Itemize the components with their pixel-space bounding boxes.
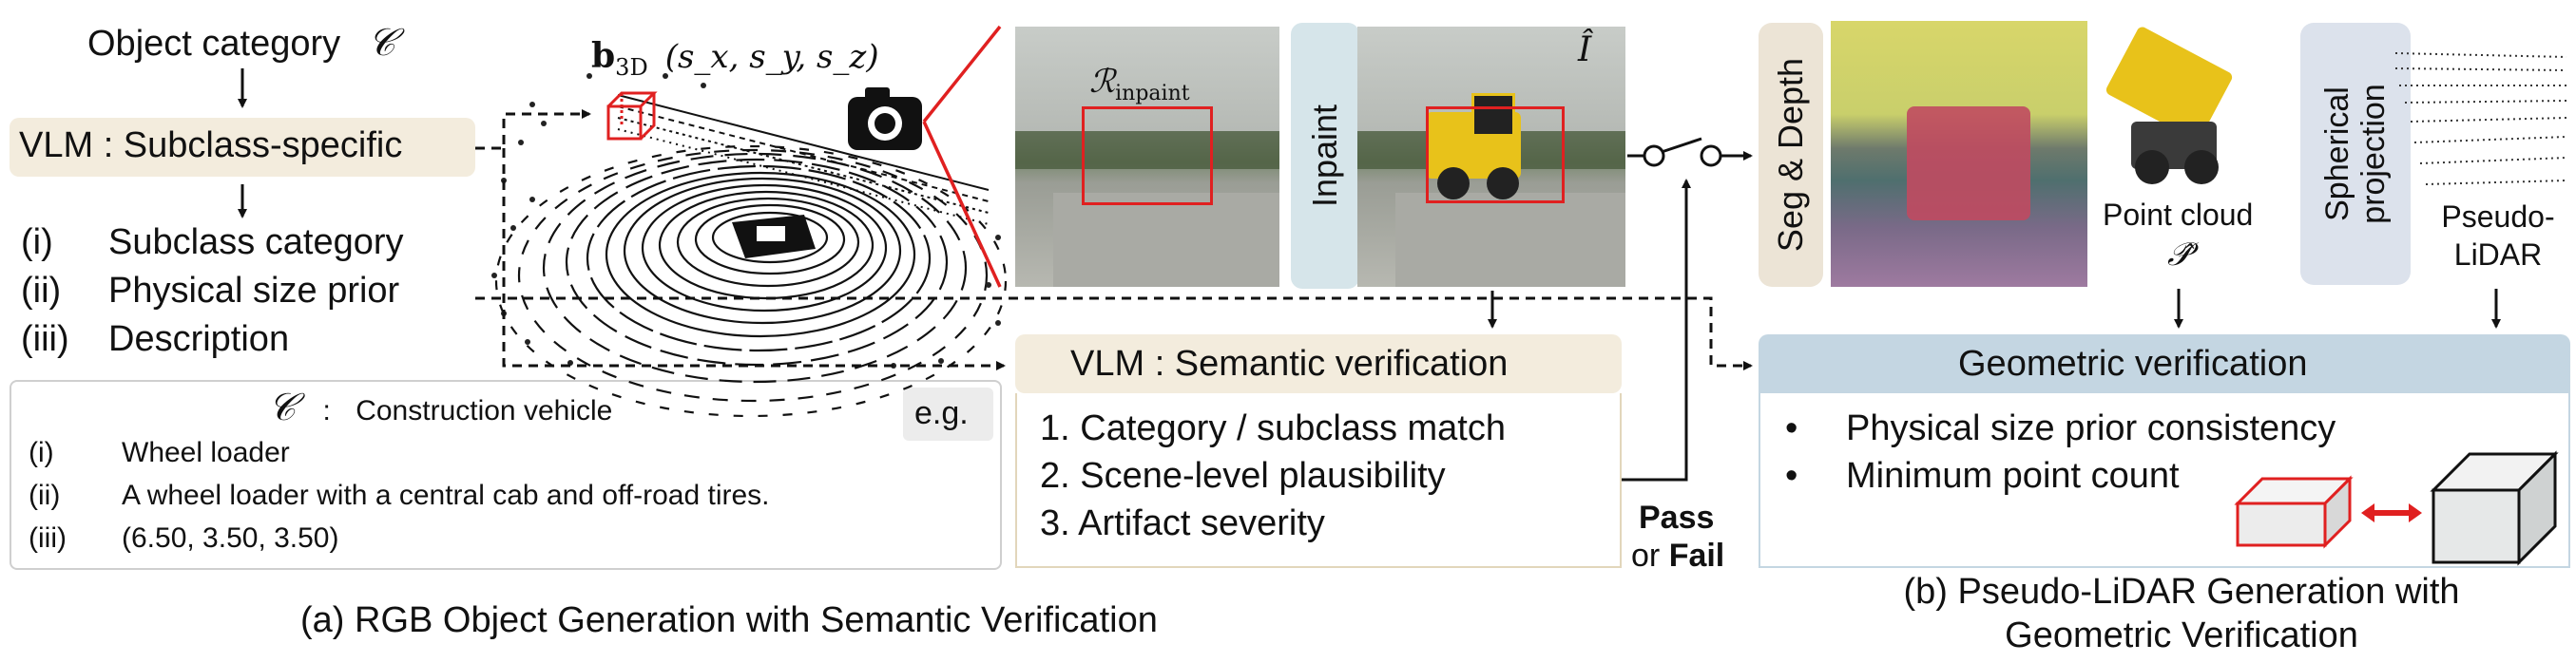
ego-window	[757, 226, 785, 241]
arrow-vlm-to-bbox	[475, 109, 591, 150]
semantic-item-3: 3. Artifact severity	[1040, 503, 1325, 543]
grey-cuboid	[2430, 450, 2559, 566]
zoom-line-top	[922, 25, 1002, 123]
inpaint-output-photo: Î	[1357, 27, 1625, 287]
loader-wheel-1	[1437, 167, 1470, 199]
geo-item-1: •Physical size prior consistency	[1785, 408, 2336, 448]
point-cloud-label: Point cloud	[2103, 198, 2254, 232]
semantic-item-2: 2. Scene-level plausibility	[1040, 456, 1446, 496]
loader-wheel-2	[1487, 167, 1519, 199]
red-3d-bbox	[606, 91, 658, 141]
red-cuboid	[2234, 475, 2354, 549]
semantic-verification-header: VLM : Semantic verification	[1015, 334, 1622, 393]
seg-depth-step: Seg & Depth	[1759, 23, 1823, 287]
pass-label: Pass	[1639, 500, 1715, 536]
inpaint-region-box	[1082, 106, 1213, 205]
caption-b: (b) Pseudo-LiDAR Generation with Geometr…	[1903, 572, 2460, 655]
example-row-1: (i)Wheel loader	[29, 437, 290, 468]
bbox-3d-label: b3D (s_x, s_y, s_z)	[591, 36, 879, 82]
zoom-line-bottom	[922, 121, 1002, 288]
switch-icon	[1627, 137, 1753, 167]
point-cloud-symbol: 𝒫̂	[2167, 236, 2191, 274]
caption-a: (a) RGB Object Generation with Semantic …	[300, 600, 1158, 640]
seg-object-mask	[1907, 106, 2030, 220]
seg-depth-image	[1831, 21, 2087, 287]
spherical-projection-step: Spherical projection	[2300, 23, 2411, 285]
inpaint-region-label: ℛinpaint	[1089, 63, 1190, 105]
compare-arrow	[2361, 503, 2422, 522]
example-row-3: (iii)(6.50, 3.50, 3.50)	[29, 522, 339, 554]
pseudo-lidar-label: Pseudo- LiDAR	[2441, 199, 2555, 272]
inpaint-step: Inpaint	[1291, 23, 1359, 289]
output-row-2: (ii)Physical size prior	[21, 271, 400, 311]
semantic-item-1: 1. Category / subclass match	[1040, 408, 1506, 448]
geometric-verification-header: Geometric verification	[1759, 334, 2570, 393]
lidar-road-lines	[617, 94, 990, 225]
output-image-label: Î	[1578, 30, 1592, 69]
arrow-size-prior-to-geometric	[475, 296, 1753, 370]
output-row-1: (i)Subclass category	[21, 222, 404, 262]
loader-cab	[1471, 93, 1515, 137]
lidar-rings	[494, 144, 1008, 418]
example-box: 𝒞 : Construction vehicle (i)Wheel loader…	[10, 380, 1002, 570]
vlm-subclass-label: VLM : Subclass-specific	[19, 125, 403, 165]
camera-icon	[848, 87, 922, 150]
semantic-verification-list: 1. Category / subclass match 2. Scene-le…	[1015, 393, 1622, 568]
arrow-pass-fail	[1622, 179, 1691, 482]
example-category: 𝒞 : Construction vehicle	[268, 386, 613, 429]
arrow-vlm-to-semantic	[502, 148, 1006, 370]
inpaint-input-photo: ℛinpaint	[1015, 27, 1279, 287]
category-symbol: 𝒞	[367, 21, 395, 65]
pass-or-fail-label: or Fail	[1631, 538, 1725, 574]
output-row-3: (iii)Description	[21, 319, 290, 359]
vlm-subclass-box: VLM : Subclass-specific	[10, 118, 475, 177]
example-row-2: (ii)A wheel loader with a central cab an…	[29, 480, 770, 511]
geo-item-2: •Minimum point count	[1785, 456, 2180, 496]
example-tag: e.g.	[903, 388, 993, 441]
object-category-label: Object category 𝒞	[87, 21, 395, 65]
inpaint-output-box	[1426, 106, 1565, 203]
point-cloud-image	[2097, 27, 2238, 194]
